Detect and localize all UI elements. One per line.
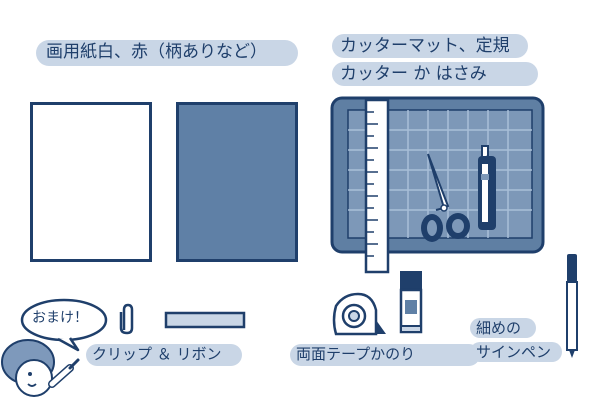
cutting-tools-line2-highlight [332,62,538,86]
tape-dispenser-icon [332,292,386,336]
pen-label-line1-highlight [470,318,536,338]
tape-glue-label-highlight [290,344,480,366]
paper-label: 画用紙白、赤（柄ありなど） [46,42,267,62]
colored-drawing-paper [176,102,298,262]
clip-ribbon-label: クリップ ＆ リボン [92,345,222,363]
ribbon-icon [164,311,246,329]
marker-pen-icon [566,254,578,358]
pen-label-line2: サインペン [476,343,552,361]
bonus-callout: おまけ！ [32,310,88,326]
paper-label-highlight [36,40,298,66]
pen-label-line1: 細めの [476,319,522,337]
ruler-icon [364,98,390,274]
white-drawing-paper [30,102,152,262]
pointing-child-illustration [1,339,80,397]
cutting-tools-line1: カッターマット、定規 [340,36,510,56]
scissors-icon [421,153,470,242]
bonus-speech-bubble [20,298,108,352]
clip-ribbon-label-highlight [86,344,242,366]
cutting-tools-line2: カッター か はさみ [340,64,487,84]
cutting-tools-line1-highlight [332,34,528,58]
paper-clip-icon [119,303,134,335]
glue-stick-icon [399,271,423,334]
tape-glue-label: 両面テープかのり [296,345,416,363]
pen-label-line2-highlight [470,342,562,362]
box-cutter-icon [478,145,496,230]
